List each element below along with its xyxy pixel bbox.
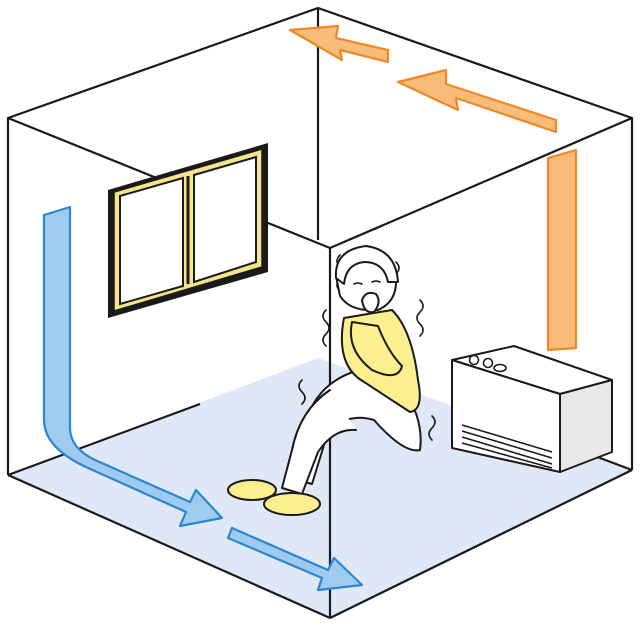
shivering-person-icon (227, 245, 436, 516)
window-icon (108, 143, 268, 318)
fan-heater-icon (451, 345, 613, 473)
warm-air-arrow-icon (288, 24, 578, 352)
cold-air-arrow-icon (42, 205, 364, 592)
